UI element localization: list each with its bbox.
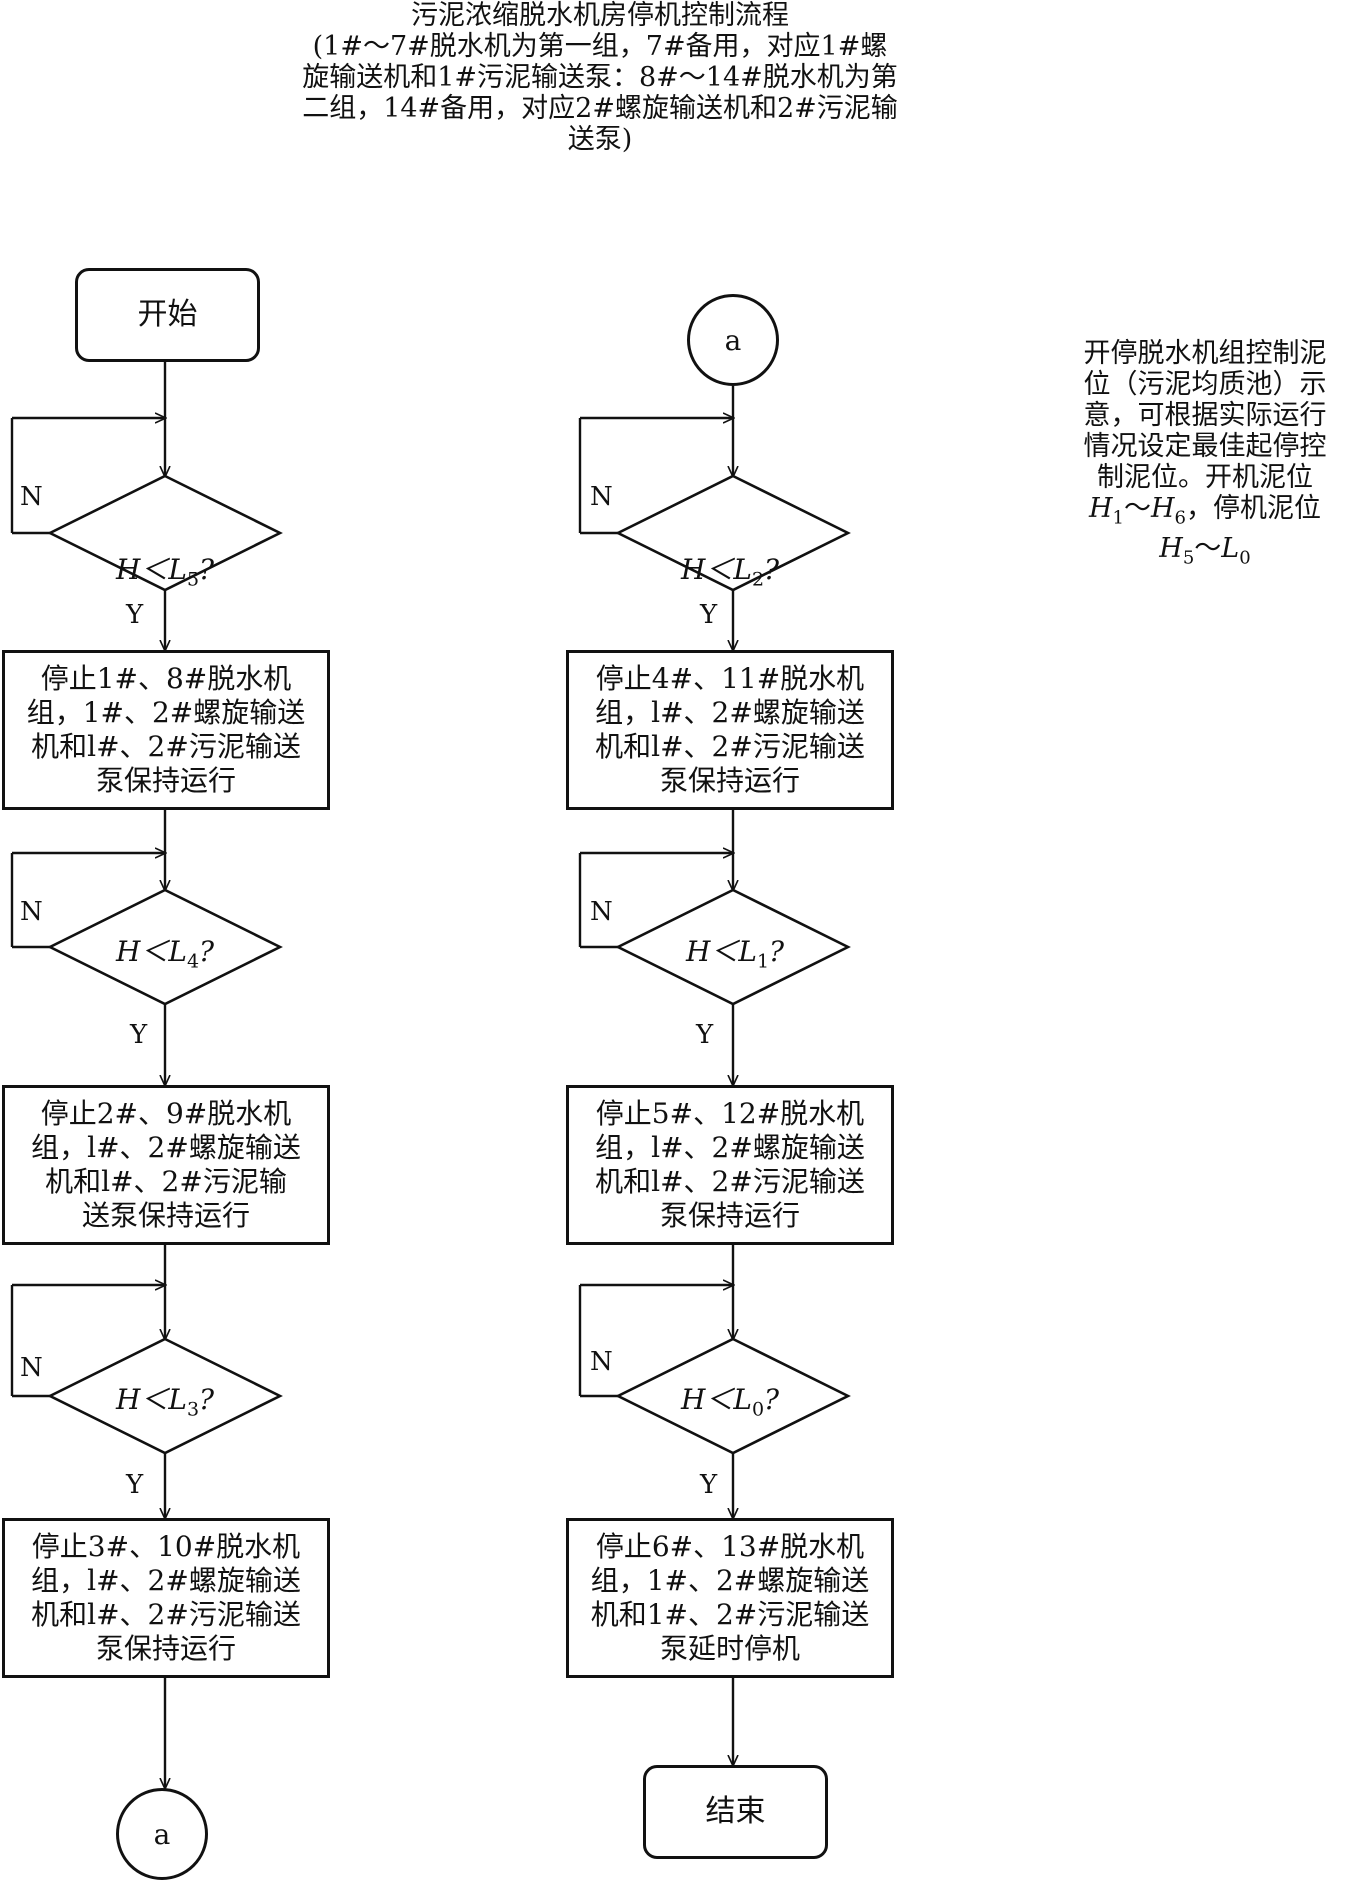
decision-label-left-2: H＜L4?: [115, 935, 215, 973]
note-line-7: H5～L0: [1159, 533, 1251, 569]
note-line-6: H1～H6，停机泥位: [1089, 493, 1321, 529]
yes-label-left-3: Y: [126, 1470, 144, 1500]
side-note: 开停脱水机组控制泥 位（污泥均质池）示 意，可根据实际运行 情况设定最佳起停控 …: [1060, 338, 1350, 574]
decision-label-right-1: H＜L2?: [680, 553, 780, 591]
title-line-2: (1#～7#脱水机为第一组，7#备用，对应1#螺: [312, 31, 888, 62]
connector-label: a: [724, 323, 742, 357]
note-line-3: 意，可根据实际运行: [1083, 400, 1327, 431]
end-terminal: 结束: [643, 1765, 828, 1859]
title-line-1: 污泥浓缩脱水机房停机控制流程: [411, 0, 789, 31]
yes-label-left-1: Y: [126, 600, 144, 630]
decision-label-left-3: H＜L3?: [115, 1383, 215, 1421]
decision-label-right-2: H＜L1?: [685, 935, 785, 973]
connector-a-right-top: a: [687, 294, 779, 386]
process-box-right-2: 停止5#、12#脱水机组，l#、2#螺旋输送机和l#、2#污泥输送泵保持运行: [566, 1085, 894, 1245]
decision-label-right-3: H＜L0?: [680, 1383, 780, 1421]
process-box-left-1: 停止1#、8#脱水机组，1#、2#螺旋输送机和l#、2#污泥输送泵保持运行: [2, 650, 330, 810]
process-box-right-1: 停止4#、11#脱水机组，l#、2#螺旋输送机和l#、2#污泥输送泵保持运行: [566, 650, 894, 810]
connector-a-left-bottom: a: [116, 1788, 208, 1880]
yes-label-right-2: Y: [696, 1020, 714, 1050]
process-box-left-2: 停止2#、9#脱水机组，l#、2#螺旋输送机和l#、2#污泥输送泵保持运行: [2, 1085, 330, 1245]
start-terminal: 开始: [75, 268, 260, 362]
no-label-right-3: N: [590, 1347, 613, 1377]
title-line-4: 二组，14#备用，对应2#螺旋输送机和2#污泥输: [302, 93, 898, 124]
note-line-4: 情况设定最佳起停控: [1083, 431, 1327, 462]
note-line-1: 开停脱水机组控制泥: [1083, 338, 1327, 369]
no-label-left-1: N: [20, 482, 43, 512]
title-line-5: 送泵): [567, 124, 633, 155]
no-label-left-3: N: [20, 1353, 43, 1383]
yes-label-right-1: Y: [700, 600, 718, 630]
process-box-right-3: 停止6#、13#脱水机组，1#、2#螺旋输送机和1#、2#污泥输送泵延时停机: [566, 1518, 894, 1678]
no-label-left-2: N: [20, 897, 43, 927]
connector-label: a: [153, 1817, 171, 1851]
end-label: 结束: [705, 1794, 766, 1829]
diagram-title: 污泥浓缩脱水机房停机控制流程 (1#～7#脱水机为第一组，7#备用，对应1#螺 …: [250, 0, 950, 155]
yes-label-right-3: Y: [700, 1470, 718, 1500]
process-box-left-3: 停止3#、10#脱水机组，l#、2#螺旋输送机和l#、2#污泥输送泵保持运行: [2, 1518, 330, 1678]
no-label-right-2: N: [590, 897, 613, 927]
yes-label-left-2: Y: [130, 1020, 148, 1050]
no-label-right-1: N: [590, 482, 613, 512]
note-line-2: 位（污泥均质池）示: [1083, 369, 1327, 400]
decision-label-left-1: H＜L5?: [115, 553, 215, 591]
start-label: 开始: [137, 297, 198, 332]
title-line-3: 旋输送机和1#污泥输送泵：8#～14#脱水机为第: [302, 62, 898, 93]
note-line-5: 制泥位。开机泥位: [1097, 462, 1313, 493]
